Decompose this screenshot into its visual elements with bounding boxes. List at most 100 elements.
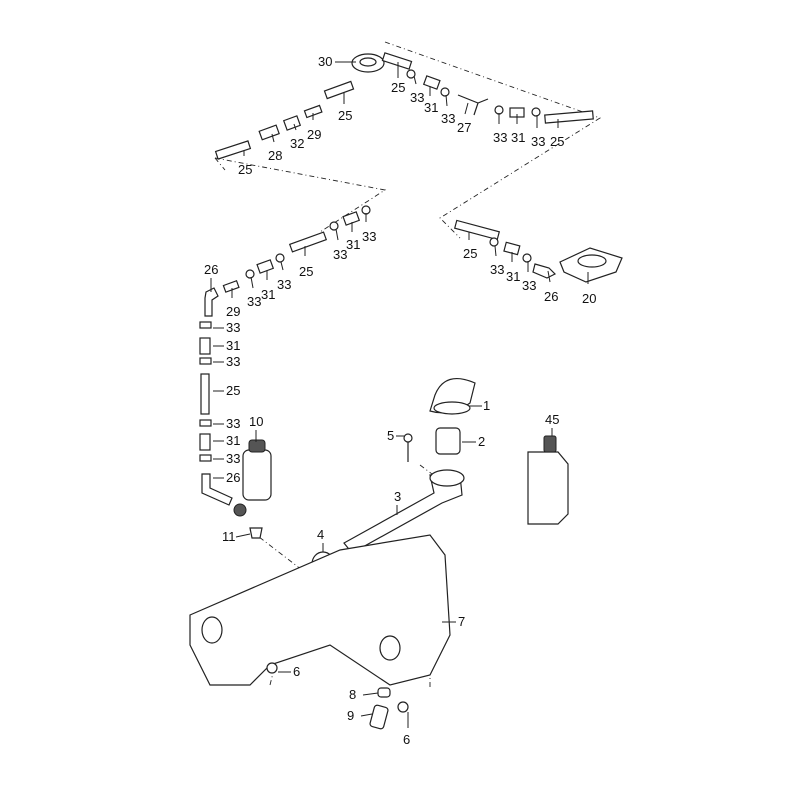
part-number-label: 31 (506, 269, 520, 284)
leader-line (413, 75, 417, 85)
callout-29: 29 (226, 288, 240, 319)
part-number-label: 3 (394, 489, 401, 504)
part-number-label: 29 (226, 304, 240, 319)
part-number-label: 33 (226, 320, 240, 335)
part-number-label: 31 (424, 100, 438, 115)
callout-3: 3 (394, 489, 401, 515)
valve-28 (258, 124, 280, 141)
callout-33: 33 (410, 75, 424, 105)
part-number-label: 33 (226, 354, 240, 369)
callout-33: 33 (531, 115, 545, 149)
leader-line (362, 692, 379, 696)
clamps-33 (489, 237, 532, 263)
callout-33: 33 (441, 94, 455, 126)
callout-31: 31 (506, 252, 520, 284)
callout-31: 31 (424, 86, 438, 115)
callout-33: 33 (213, 451, 240, 466)
elbow-26 (532, 263, 557, 279)
callout-1: 1 (469, 398, 490, 413)
leader-line (271, 133, 275, 143)
part-number-label: 33 (441, 111, 455, 126)
connector-31 (256, 259, 275, 274)
part-number-label: 4 (317, 527, 324, 542)
part-number-label: 31 (261, 287, 275, 302)
leader-line (464, 102, 469, 115)
part-number-label: 25 (463, 246, 477, 261)
callout-25: 25 (338, 93, 352, 123)
connector-31 (199, 337, 211, 355)
part-number-label: 11 (222, 529, 236, 544)
callout-26: 26 (213, 470, 240, 485)
part-number-label: 7 (458, 614, 465, 629)
part-number-label: 9 (347, 708, 354, 723)
grommet-11 (249, 527, 263, 539)
callout-31: 31 (213, 338, 240, 353)
callout-25: 25 (463, 232, 477, 261)
hose-assembly-upper (214, 52, 594, 160)
washer-pump-10 (242, 449, 272, 501)
part-number-label: 25 (338, 108, 352, 123)
callout-11: 11 (222, 529, 251, 544)
part-number-label: 25 (550, 134, 564, 149)
callout-33: 33 (213, 416, 240, 431)
part-number-label: 26 (204, 262, 218, 277)
callout-9: 9 (347, 708, 373, 723)
part-number-label: 1 (483, 398, 490, 413)
clamp-33 (199, 321, 212, 329)
leader-line (360, 713, 373, 717)
callout-25: 25 (391, 62, 405, 95)
leader-line (250, 276, 254, 289)
leader-line (293, 123, 297, 131)
callout-5: 5 (387, 428, 404, 443)
connector-31 (199, 433, 211, 451)
part-number-label: 6 (403, 732, 410, 747)
part-number-label: 31 (346, 237, 360, 252)
y-piece-27 (457, 94, 489, 116)
bolt-6 (266, 662, 278, 674)
part-number-label: 33 (247, 294, 261, 309)
part-number-label: 28 (268, 148, 282, 163)
callout-32: 32 (290, 123, 304, 151)
part-number-label: 33 (277, 277, 291, 292)
part-number-label: 10 (249, 414, 263, 429)
callout-31: 31 (346, 222, 360, 252)
part-number-label: 31 (511, 130, 525, 145)
elbow-26 (204, 287, 219, 317)
connector-31 (342, 211, 361, 226)
part-number-label: 6 (293, 664, 300, 679)
part-number-label: 2 (478, 434, 485, 449)
part-number-label: 25 (391, 80, 405, 95)
bolt-6 (397, 701, 409, 713)
clamp-33 (199, 357, 212, 365)
part-number-label: 20 (582, 291, 596, 306)
part-number-label: 30 (318, 54, 332, 69)
callout-28: 28 (268, 133, 282, 163)
connector-31 (503, 241, 521, 256)
callout-31: 31 (511, 114, 525, 145)
leader-line (335, 228, 339, 241)
callout-33: 33 (362, 213, 376, 244)
clamp-33 (199, 454, 212, 462)
callout-10: 10 (249, 414, 263, 442)
part-number-label: 32 (290, 136, 304, 151)
part-number-label: 31 (226, 433, 240, 448)
leader-line (547, 270, 551, 283)
callout-25: 25 (550, 119, 564, 149)
hose-25 (214, 140, 252, 160)
part-number-label: 25 (226, 383, 240, 398)
callout-6: 6 (403, 712, 410, 747)
connector-31 (422, 75, 441, 90)
callout-33: 33 (522, 261, 536, 293)
level-sensor-9 (369, 704, 389, 730)
hose-25 (381, 52, 413, 70)
strainer-2 (435, 427, 461, 455)
part-number-label: 5 (387, 428, 394, 443)
hose-25 (200, 373, 210, 415)
callout-33: 33 (333, 228, 347, 262)
part-number-label: 27 (457, 120, 471, 135)
part-number-label: 31 (226, 338, 240, 353)
callout-33: 33 (493, 113, 507, 145)
callout-26: 26 (204, 262, 218, 292)
